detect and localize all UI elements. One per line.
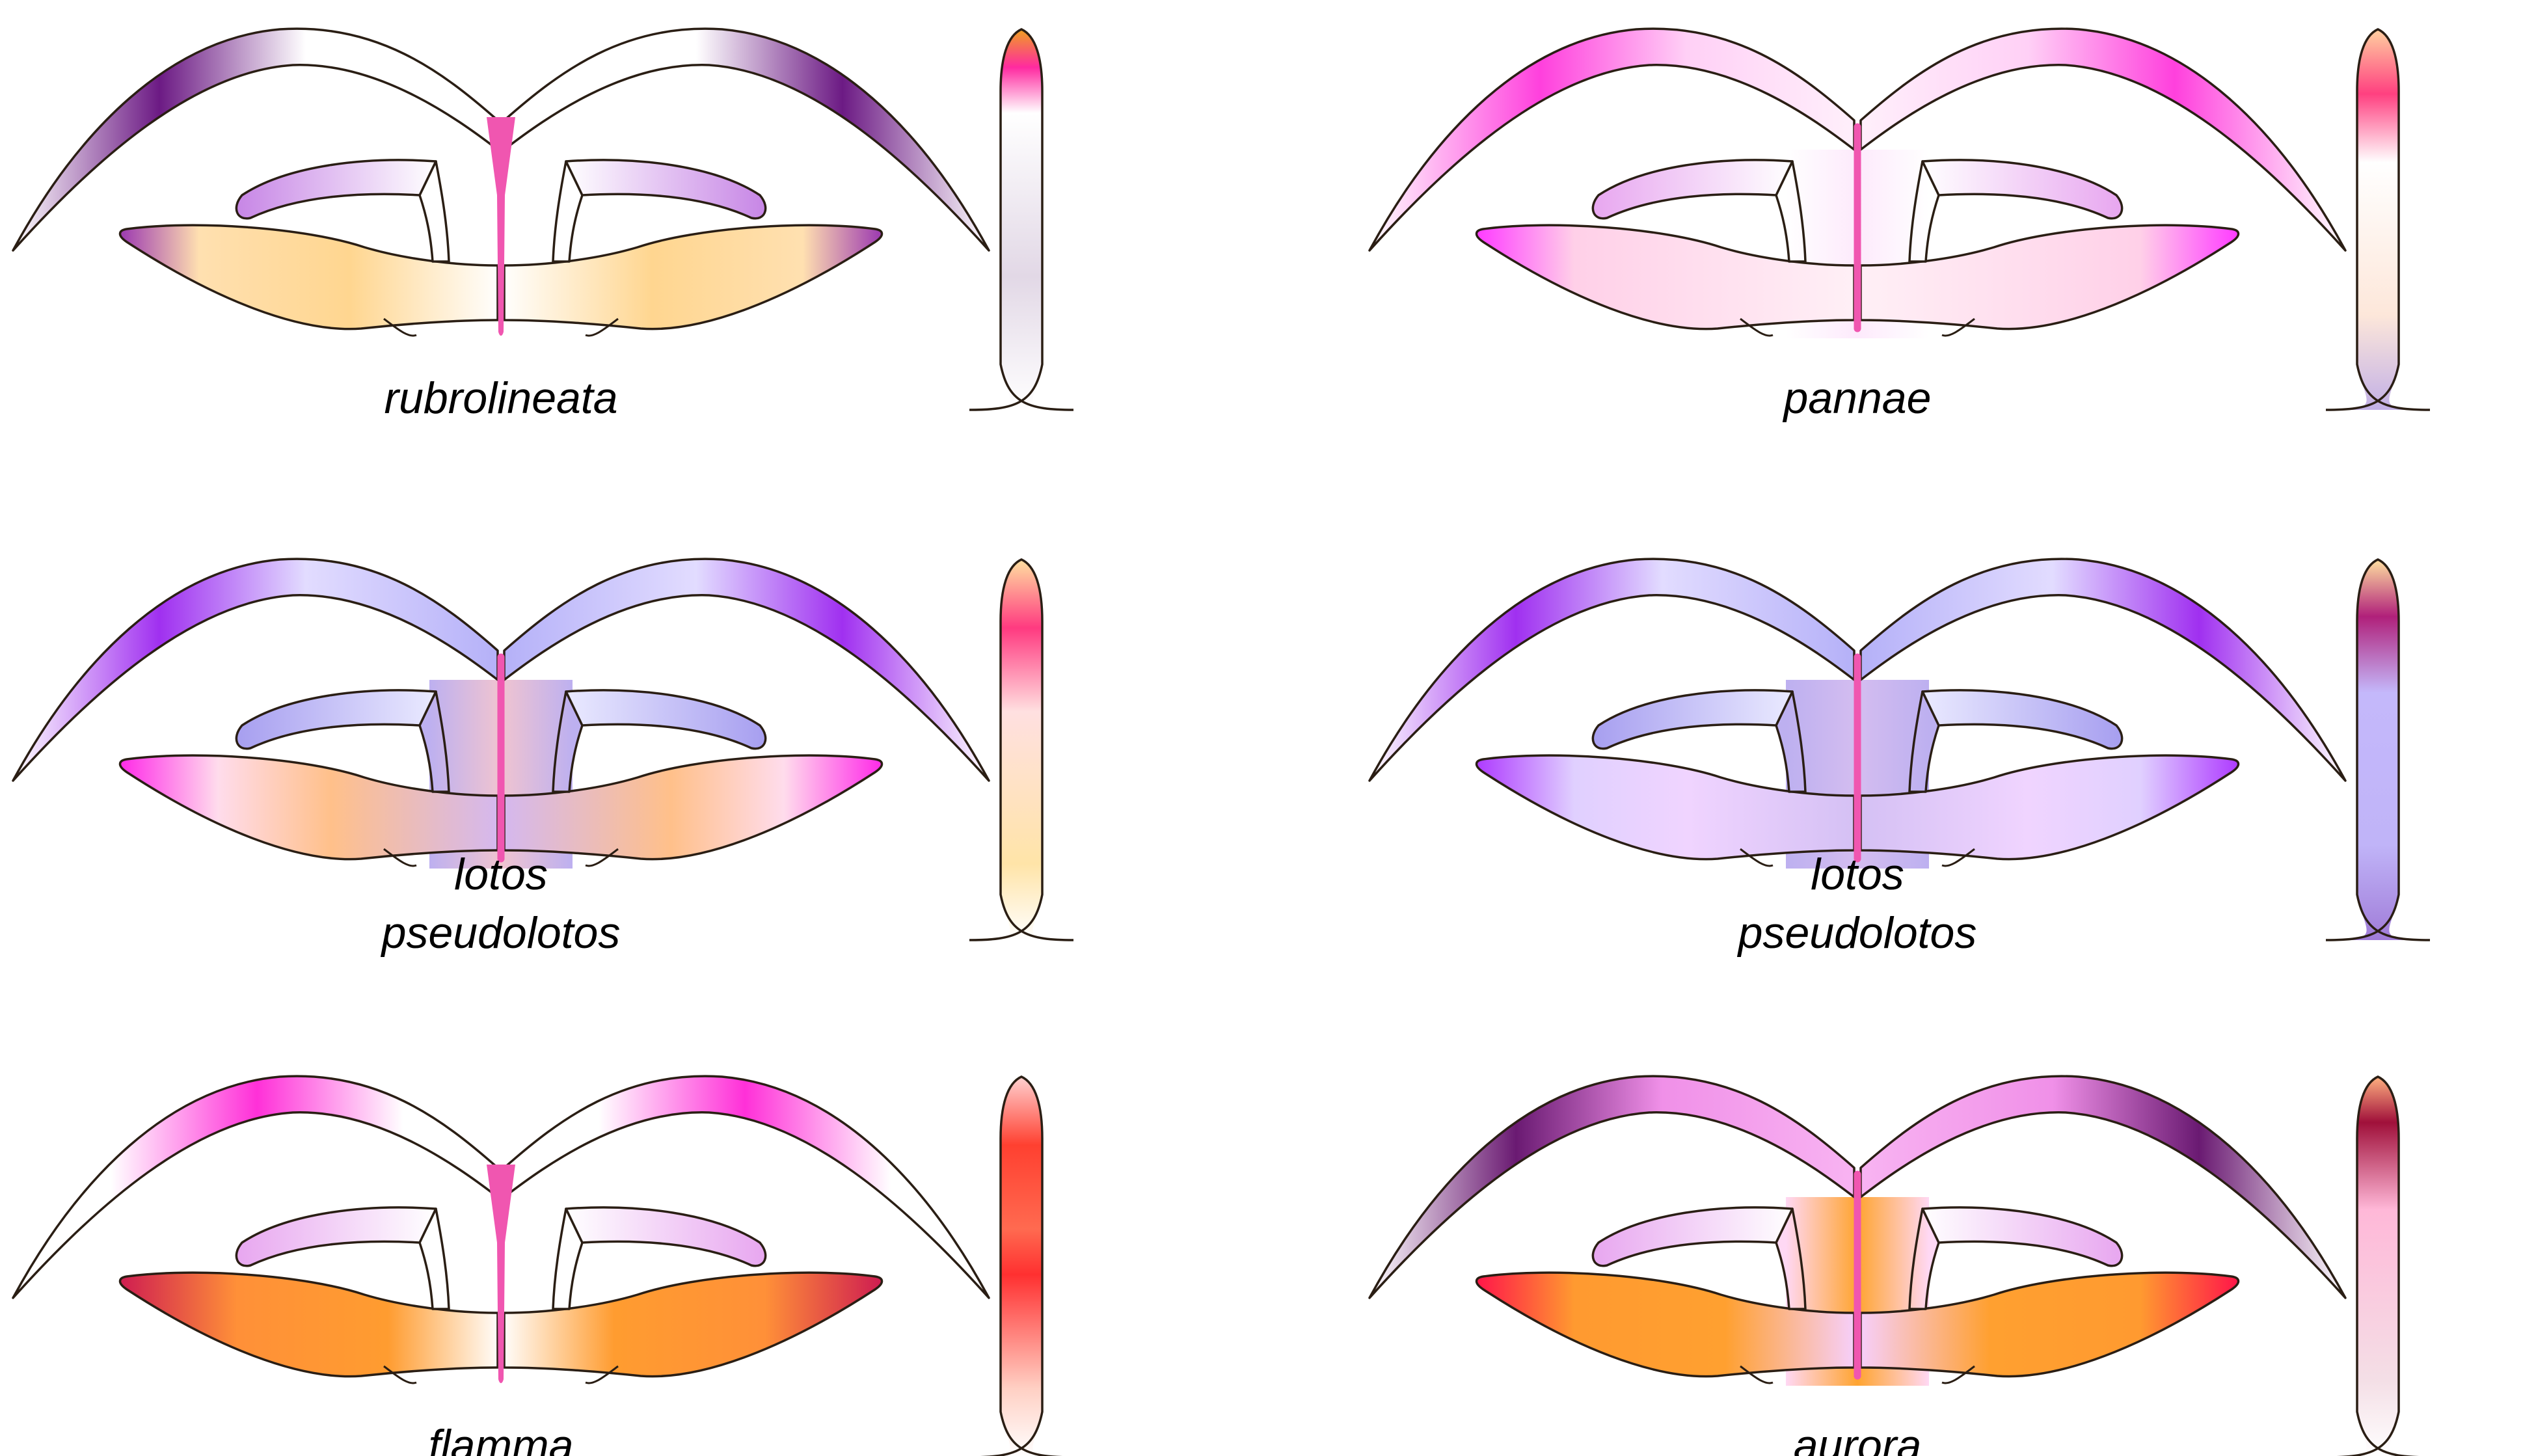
side-loop-right	[565, 689, 767, 750]
upper-arc-right	[1859, 27, 2347, 252]
species-label: lotos	[1811, 850, 1904, 899]
spur-fill	[2354, 1077, 2402, 1456]
flower-panel-pannae: pannae	[1368, 27, 2431, 423]
spur-outline	[969, 558, 1074, 941]
species-label: pannae	[1783, 373, 1932, 423]
foot-left	[1740, 317, 1774, 337]
lower-wing-right	[503, 754, 884, 861]
center-stripe	[487, 1165, 515, 1383]
flower-panel-lotos-pseudolotos-1: lotos pseudolotos	[12, 558, 1074, 958]
upper-arc-right	[1859, 1075, 2347, 1299]
stem-right	[1908, 690, 1940, 793]
lower-wing-right	[1859, 224, 2240, 330]
lower-wing-left	[118, 754, 499, 861]
side-loop-right	[1921, 689, 2124, 750]
spur-fill	[997, 1077, 1045, 1456]
lower-wing-left	[118, 224, 499, 330]
upper-arc-left	[1368, 558, 1855, 782]
foot-right	[1941, 848, 1975, 867]
side-loop-right	[1921, 1206, 2124, 1267]
foot-right	[585, 317, 619, 337]
upper-arc-left	[1368, 1075, 1855, 1299]
lower-wing-left	[1475, 224, 1855, 330]
foot-left	[383, 848, 417, 867]
center-stripe	[487, 117, 515, 336]
stem-right	[1908, 160, 1940, 263]
side-loop-right	[1921, 159, 2124, 220]
side-loop-left	[1591, 1206, 1794, 1267]
stem-left	[418, 1207, 450, 1310]
lower-wing-right	[1859, 1271, 2240, 1378]
upper-arc-left	[12, 558, 499, 782]
species-label: rubrolineata	[384, 373, 617, 423]
lower-wing-left	[118, 1271, 499, 1378]
stem-left	[1775, 160, 1807, 263]
spur-outline	[2336, 1075, 2420, 1456]
upper-arc-right	[1859, 558, 2347, 782]
lower-wing-right	[1859, 754, 2240, 861]
side-loop-right	[565, 1206, 767, 1267]
species-label: flamma	[429, 1421, 574, 1456]
foot-left	[383, 1365, 417, 1384]
species-label: lotos	[454, 850, 548, 899]
foot-left	[1740, 1365, 1774, 1384]
stem-left	[1775, 1207, 1807, 1310]
species-label: aurora	[1794, 1421, 1922, 1456]
upper-arc-right	[503, 558, 990, 782]
spur-outline	[969, 28, 1074, 411]
spur-outline	[2325, 28, 2431, 411]
foot-right	[585, 848, 619, 867]
spur-outline	[2325, 558, 2431, 941]
lower-wing-left	[1475, 754, 1855, 861]
flower-panel-aurora: aurora	[1368, 1075, 2420, 1456]
species-label: pseudolotos	[1737, 908, 1977, 958]
stem-right	[552, 160, 584, 263]
side-loop-left	[235, 159, 437, 220]
spur-outline	[980, 1075, 1063, 1456]
upper-arc-left	[1368, 27, 1855, 252]
stem-left	[1775, 690, 1807, 793]
foot-right	[1941, 1365, 1975, 1384]
lower-wing-right	[503, 1271, 884, 1378]
flower-panel-lotos-pseudolotos-2: lotos pseudolotos	[1368, 558, 2431, 958]
foot-right	[1941, 317, 1975, 337]
lower-wing-right	[503, 224, 884, 330]
spur-fill	[969, 29, 1073, 410]
flower-panel-flamma: flamma	[12, 1075, 1063, 1456]
side-loop-left	[235, 1206, 437, 1267]
spur-fill	[2326, 29, 2430, 410]
stem-right	[1908, 1207, 1940, 1310]
side-loop-left	[235, 689, 437, 750]
side-loop-left	[1591, 689, 1794, 750]
foot-right	[585, 1365, 619, 1384]
stem-right	[552, 1207, 584, 1310]
spur-fill	[969, 559, 1073, 940]
lower-wing-left	[1475, 1271, 1855, 1378]
foot-left	[1740, 848, 1774, 867]
spur-fill	[2326, 559, 2430, 940]
flower-panel-rubrolineata: rubrolineata	[12, 27, 1074, 423]
panels: rubrolineata pannae lotos pseudolotos lotos p…	[12, 27, 2431, 1456]
stem-left	[418, 690, 450, 793]
side-loop-right	[565, 159, 767, 220]
stem-right	[552, 690, 584, 793]
species-label: pseudolotos	[381, 908, 621, 958]
stem-left	[418, 160, 450, 263]
side-loop-left	[1591, 159, 1794, 220]
foot-left	[383, 317, 417, 337]
